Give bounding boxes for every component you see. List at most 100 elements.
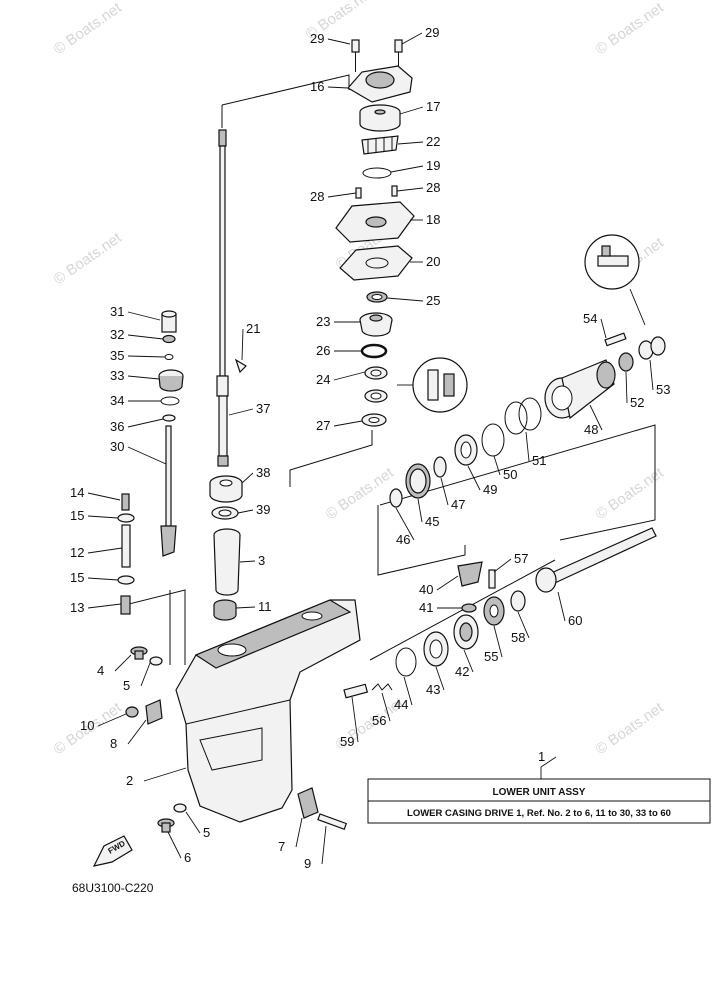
callout-30[interactable]: 30	[110, 439, 124, 454]
drive-shaft-sleeve-3[interactable]	[213, 528, 241, 596]
callout-17[interactable]: 17	[426, 99, 440, 114]
callout-29[interactable]: 29	[310, 31, 324, 46]
o-ring-34[interactable]	[160, 396, 180, 406]
callout-5[interactable]: 5	[123, 678, 130, 693]
gasket-20[interactable]	[339, 245, 413, 281]
callout-59[interactable]: 59	[340, 734, 354, 749]
o-ring-51-b[interactable]	[518, 397, 542, 431]
callout-56[interactable]: 56	[372, 713, 386, 728]
pin-21[interactable]	[234, 358, 247, 374]
callout-11[interactable]: 11	[258, 599, 272, 614]
bolt-6[interactable]	[157, 818, 175, 833]
callout-14[interactable]: 14	[70, 485, 84, 500]
callout-12[interactable]: 12	[70, 545, 84, 560]
callout-15[interactable]: 15	[70, 508, 84, 523]
shift-rod-boot-33[interactable]	[158, 369, 184, 392]
pump-housing-16[interactable]	[347, 65, 413, 103]
bolt-54[interactable]	[604, 332, 627, 347]
callout-48[interactable]: 48	[584, 422, 598, 437]
callout-20[interactable]: 20	[426, 254, 440, 269]
callout-18[interactable]: 18	[426, 212, 440, 227]
callout-35[interactable]: 35	[110, 348, 124, 363]
callout-26[interactable]: 26	[316, 343, 330, 358]
pinion-40[interactable]	[457, 561, 483, 587]
shim-46[interactable]	[389, 488, 403, 508]
callout-9[interactable]: 9	[304, 856, 311, 871]
impeller-22[interactable]	[361, 135, 399, 155]
callout-57[interactable]: 57	[514, 551, 528, 566]
callout-8[interactable]: 8	[110, 736, 117, 751]
callout-38[interactable]: 38	[256, 465, 270, 480]
propeller-shaft-housing-48[interactable]	[544, 359, 616, 420]
grommet-15-upper[interactable]	[117, 513, 135, 523]
trim-tab-7[interactable]	[297, 787, 319, 819]
callout-3[interactable]: 3	[258, 553, 265, 568]
bearing-38[interactable]	[209, 475, 243, 503]
lower-casing-2[interactable]	[175, 599, 361, 823]
callout-34[interactable]: 34	[110, 393, 124, 408]
needle-bearing-11[interactable]	[213, 599, 237, 621]
washer-27[interactable]	[361, 413, 387, 427]
dowel-pin-28-left[interactable]	[355, 187, 362, 199]
callout-51[interactable]: 51	[532, 453, 546, 468]
dowel-pin-28-right[interactable]	[391, 185, 398, 197]
callout-21[interactable]: 21	[246, 321, 260, 336]
callout-39[interactable]: 39	[256, 502, 270, 517]
callout-36[interactable]: 36	[110, 419, 124, 434]
washer-5-upper[interactable]	[149, 656, 163, 666]
shift-rod-30[interactable]	[160, 425, 177, 557]
circlip-35[interactable]	[164, 354, 174, 360]
forward-gear-42[interactable]	[453, 614, 479, 650]
callout-1[interactable]: 1	[538, 749, 545, 764]
callout-27[interactable]: 27	[316, 418, 330, 433]
callout-33[interactable]: 33	[110, 368, 124, 383]
water-pump-bolt-29-left[interactable]	[351, 39, 360, 72]
callout-16[interactable]: 16	[310, 79, 324, 94]
shim-44[interactable]	[395, 647, 417, 677]
anode-8[interactable]	[145, 699, 163, 725]
callout-43[interactable]: 43	[426, 682, 440, 697]
callout-31[interactable]: 31	[110, 304, 124, 319]
shift-rod-bushing-31[interactable]	[161, 310, 177, 333]
callout-22[interactable]: 22	[426, 134, 440, 149]
bolt-9[interactable]	[317, 813, 348, 830]
spring-56[interactable]	[371, 683, 393, 691]
washer-36[interactable]	[162, 414, 176, 422]
o-ring-51-a[interactable]	[504, 401, 528, 435]
propeller-shaft-60[interactable]	[535, 527, 657, 593]
callout-47[interactable]: 47	[451, 497, 465, 512]
callout-6[interactable]: 6	[184, 850, 191, 865]
fitting-13[interactable]	[120, 595, 131, 615]
ball-bearing-49[interactable]	[454, 434, 478, 466]
callout-54[interactable]: 54	[583, 311, 597, 326]
o-ring-50[interactable]	[481, 423, 505, 457]
nut-41[interactable]	[461, 603, 477, 613]
shift-rod-washer-32[interactable]	[162, 334, 176, 344]
callout-41[interactable]: 41	[419, 600, 433, 615]
oil-seal-53-b[interactable]	[650, 336, 666, 356]
callout-15[interactable]: 15	[70, 570, 84, 585]
needle-bearing-52[interactable]	[618, 352, 634, 372]
reverse-gear-45[interactable]	[405, 463, 431, 499]
insert-cartridge-17[interactable]	[359, 104, 401, 132]
screw-14[interactable]	[121, 493, 130, 511]
shim-39[interactable]	[211, 506, 239, 520]
water-tube-12[interactable]	[121, 524, 131, 568]
oil-seal-25[interactable]	[366, 291, 388, 303]
callout-40[interactable]: 40	[419, 582, 433, 597]
callout-4[interactable]: 4	[97, 663, 104, 678]
outer-plate-cartridge-18[interactable]	[335, 201, 415, 243]
oil-seal-24-upper[interactable]	[364, 366, 388, 380]
callout-28[interactable]: 28	[426, 180, 440, 195]
callout-37[interactable]: 37	[256, 401, 270, 416]
oil-seal-24-lower[interactable]	[364, 389, 388, 403]
plug-10[interactable]	[125, 706, 139, 718]
callout-53[interactable]: 53	[656, 382, 670, 397]
oil-seal-housing-23[interactable]	[359, 312, 393, 337]
callout-55[interactable]: 55	[484, 649, 498, 664]
callout-13[interactable]: 13	[70, 600, 84, 615]
shift-plunger-58[interactable]	[510, 590, 526, 612]
callout-60[interactable]: 60	[568, 613, 582, 628]
callout-42[interactable]: 42	[455, 664, 469, 679]
o-ring-19[interactable]	[362, 167, 392, 179]
